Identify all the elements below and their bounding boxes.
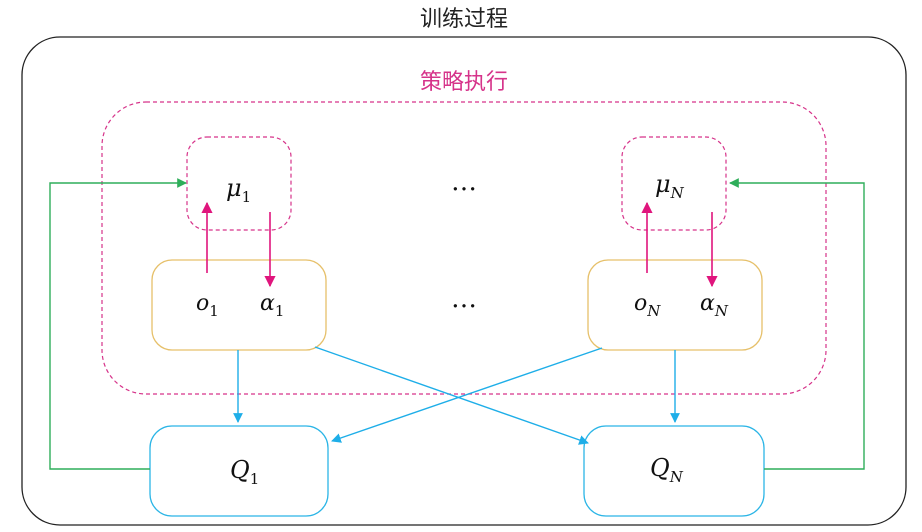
observation-o-1: o1: [196, 291, 219, 320]
policy-execution-title: 策略执行: [420, 70, 508, 95]
observation-o-n: oN: [634, 291, 661, 320]
arrow-agent1-to-qN: [314, 346, 589, 445]
arrow-agentN-to-q1: [331, 347, 603, 443]
action-alpha-n: αN: [700, 291, 729, 320]
feedback-qN-to-muN: [729, 178, 865, 470]
critic-q-1-box: [149, 425, 329, 517]
policy-mu-1-label: μ1: [226, 174, 251, 206]
training-process-box: [21, 36, 907, 526]
policy-mu-n-box: [621, 136, 727, 231]
critic-q-n-box: [583, 425, 765, 517]
training-process-title: 训练过程: [420, 7, 508, 32]
action-alpha-1: α1: [260, 291, 284, 320]
feedback-q1-to-mu1: [49, 178, 187, 470]
policy-execution-box: [101, 101, 827, 395]
ellipsis-middle: …: [451, 284, 477, 314]
critic-q-n-label: QN: [650, 454, 684, 486]
ellipsis-top: …: [451, 167, 477, 197]
critic-q-1-label: Q1: [230, 456, 259, 488]
policy-mu-n-label: μN: [655, 170, 685, 202]
policy-mu-1-box: [186, 136, 292, 231]
agent-1-obs-action-box: [151, 259, 327, 351]
agent-n-obs-action-box: [587, 259, 763, 351]
